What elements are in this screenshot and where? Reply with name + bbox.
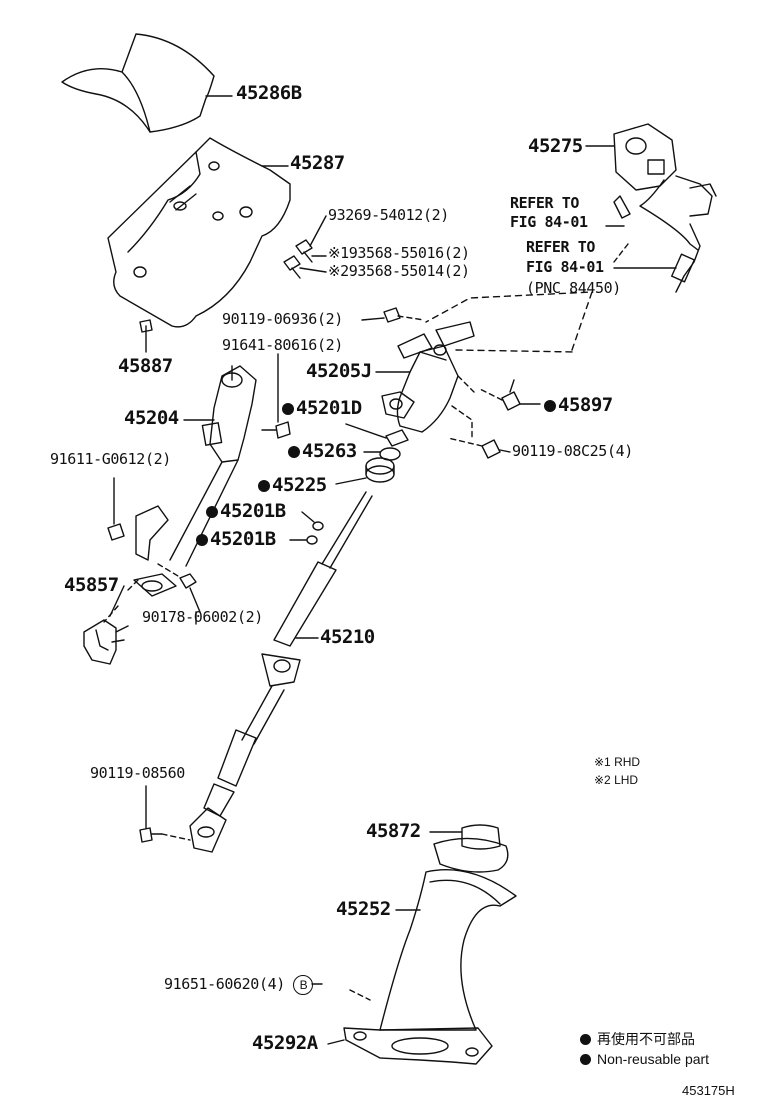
part-label-45205j: 45205J [306,360,372,382]
refer-label-1-line1: REFER TO [510,194,580,212]
cover-45287-drawing [107,137,291,353]
part-label-90178-06002: 90178-06002(2) [142,608,263,626]
part-label-45897: 45897 [544,396,613,415]
part-label-45204: 45204 [124,407,179,429]
part-number-45897: 45897 [558,394,613,416]
part-label-91641-80616: 91641-80616(2) [222,336,343,354]
nut-90178-drawing [157,563,201,613]
bolt-91611-drawing [107,477,125,541]
boot-45252-drawing [349,869,517,1031]
figure-id: 453175H [682,1083,735,1098]
refer-label-2-line1: REFER TO [526,238,596,256]
seals-drawing [289,423,409,545]
note-lhd: ※2 LHD [594,773,639,787]
part-label-90119-08560: 90119-08560 [90,764,185,782]
boot-45872-drawing [429,824,509,873]
part-label-45201b-1: 45201B [206,502,286,521]
part-label-91651-60620: 91651-60620(4) B [164,975,314,995]
part-label-90119-08c25: 90119-08C25(4) [512,442,633,460]
part-label-45857: 45857 [64,574,119,596]
legend-english-text: Non-reusable part [597,1051,710,1067]
shaft-45210-drawing [189,491,373,853]
non-reusable-dot-icon [206,506,218,518]
part-label-45292a: 45292A [252,1032,318,1054]
non-reusable-dot-icon [196,534,208,546]
refer-label-2-line2: FIG 84-01 [526,258,604,276]
legend-dot-icon [580,1034,591,1045]
bolt-90119-08560-drawing [139,785,191,843]
part-label-45887: 45887 [118,355,173,377]
part-label-45225: 45225 [258,476,327,495]
guide-line-switch [425,291,593,351]
legend-dot-icon [580,1054,591,1065]
non-reusable-dot-icon [288,446,300,458]
part-number-91651: 91651-60620(4) [164,975,285,993]
legend-japanese-text: 再使用不可部品 [597,1031,695,1047]
screws-93269-drawing [283,215,327,279]
part-number-45201b-2: 45201B [210,528,276,550]
plate-45292a-drawing [311,983,493,1065]
part-label-45201d: 45201D [282,399,362,418]
refer-label-2-line3: (PNC 84450) [526,279,621,297]
part-label-91611-g0612: 91611-G0612(2) [50,450,171,468]
refer-label-1-line2: FIG 84-01 [510,213,588,231]
legend-japanese: 再使用不可部品 [580,1032,695,1046]
part-number-45201b-1: 45201B [220,500,286,522]
bolt-90119-08c25-drawing [447,437,511,459]
note-rhd: ※1 RHD [594,755,641,769]
part-label-193568-55016: ※193568-55016(2) [328,244,470,262]
part-label-45201b-2: 45201B [196,530,276,549]
part-label-45252: 45252 [336,898,391,920]
part-label-293568-55014: ※293568-55014(2) [328,262,470,280]
legend-english: Non-reusable part [580,1052,709,1066]
switch-45275-drawing [585,123,717,293]
part-label-45263: 45263 [288,442,357,461]
bracket-45857-drawing [83,579,139,665]
part-number-45263: 45263 [302,440,357,462]
non-reusable-dot-icon [282,403,294,415]
non-reusable-dot-icon [544,400,556,412]
non-reusable-dot-icon [258,480,270,492]
bolt-45897-drawing [477,379,541,411]
part-label-45210: 45210 [320,626,375,648]
circled-b-marker-icon: B [293,975,314,995]
part-label-90119-06936: 90119-06936(2) [222,310,343,328]
part-label-45275: 45275 [528,135,583,157]
housing-45205j-drawing [361,307,475,441]
part-label-45287: 45287 [290,152,345,174]
part-number-45201d: 45201D [296,397,362,419]
guide-line-column [455,349,577,353]
column-45204-drawing [133,365,257,597]
part-label-45286b: 45286B [236,82,302,104]
cover-45286b-drawing [61,33,233,133]
bolt-91641-drawing [261,353,291,439]
part-label-45872: 45872 [366,820,421,842]
part-number-45225: 45225 [272,474,327,496]
part-label-93269-54012: 93269-54012(2) [328,206,449,224]
